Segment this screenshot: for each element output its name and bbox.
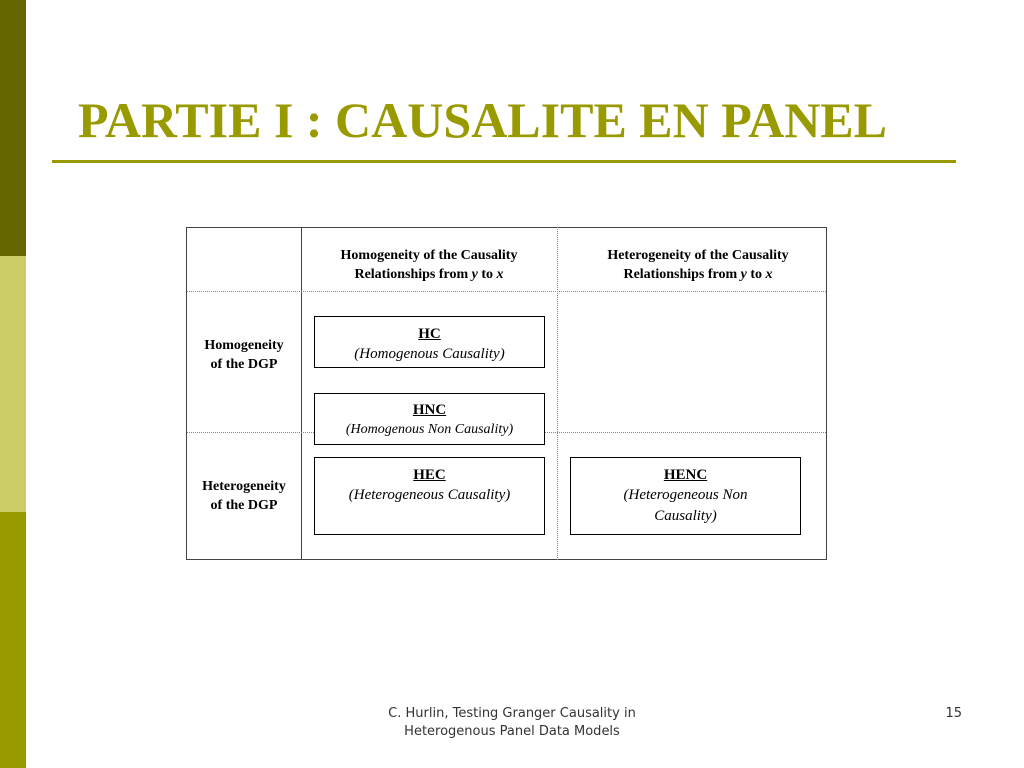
cell-code: HEC xyxy=(413,467,446,483)
cell-hnc: HNC (Homogenous Non Causality) xyxy=(314,393,545,445)
variable-x: x xyxy=(765,267,773,282)
cell-code: HNC xyxy=(412,402,447,418)
cell-description: (Heterogeneous Causality) xyxy=(348,487,511,503)
classification-table xyxy=(186,227,827,560)
row-header-line2: of the DGP xyxy=(210,357,278,372)
side-accent-bar xyxy=(0,0,26,768)
column-header-homogeneity: Homogeneity of the Causality Relationshi… xyxy=(304,246,554,284)
row-header-line1: Homogeneity xyxy=(204,338,284,353)
cell-description: (Homogenous Causality) xyxy=(354,346,505,362)
cell-hc: HC (Homogenous Causality) xyxy=(314,316,545,368)
side-bar-segment-medium xyxy=(0,512,26,768)
slide-title: PARTIE I : CAUSALITE EN PANEL xyxy=(78,92,888,148)
row-header-heterogeneity-dgp: Heterogeneity of the DGP xyxy=(190,477,298,515)
cell-description: (Homogenous Non Causality) xyxy=(345,422,514,437)
column-header-line1: Heterogeneity of the Causality xyxy=(607,248,789,263)
cell-code: HENC xyxy=(663,467,708,483)
variable-x: x xyxy=(496,267,504,282)
table-header-divider xyxy=(187,291,826,292)
connector-word: to xyxy=(750,267,763,282)
cell-description: (Heterogeneous Non Causality) xyxy=(623,487,748,524)
variable-y: y xyxy=(740,267,747,282)
cell-code: HC xyxy=(418,326,441,342)
column-header-line2: Relationships from y to x xyxy=(573,265,823,284)
row-header-line2: of the DGP xyxy=(210,498,278,513)
side-bar-segment-light xyxy=(0,256,26,512)
title-underline xyxy=(52,160,956,163)
column-header-line1: Homogeneity of the Causality xyxy=(340,248,518,263)
footer-citation: C. Hurlin, Testing Granger Causality in … xyxy=(362,705,662,741)
cell-hec: HEC (Heterogeneous Causality) xyxy=(314,457,545,535)
variable-y: y xyxy=(471,267,478,282)
column-header-line2: Relationships from y to x xyxy=(304,265,554,284)
column-header-text: Relationships from xyxy=(354,267,469,282)
page-number: 15 xyxy=(945,706,962,721)
side-bar-segment-dark xyxy=(0,0,26,256)
cell-henc: HENC (Heterogeneous Non Causality) xyxy=(570,457,801,535)
column-header-heterogeneity: Heterogeneity of the Causality Relations… xyxy=(573,246,823,284)
row-header-homogeneity-dgp: Homogeneity of the DGP xyxy=(190,336,298,374)
footer-line1: C. Hurlin, Testing Granger Causality in xyxy=(388,706,636,721)
column-header-text: Relationships from xyxy=(623,267,738,282)
connector-word: to xyxy=(481,267,494,282)
row-header-line1: Heterogeneity xyxy=(202,479,286,494)
footer-line2: Heterogenous Panel Data Models xyxy=(404,724,620,739)
table-vertical-divider xyxy=(301,227,302,560)
table-column-divider xyxy=(557,227,558,560)
